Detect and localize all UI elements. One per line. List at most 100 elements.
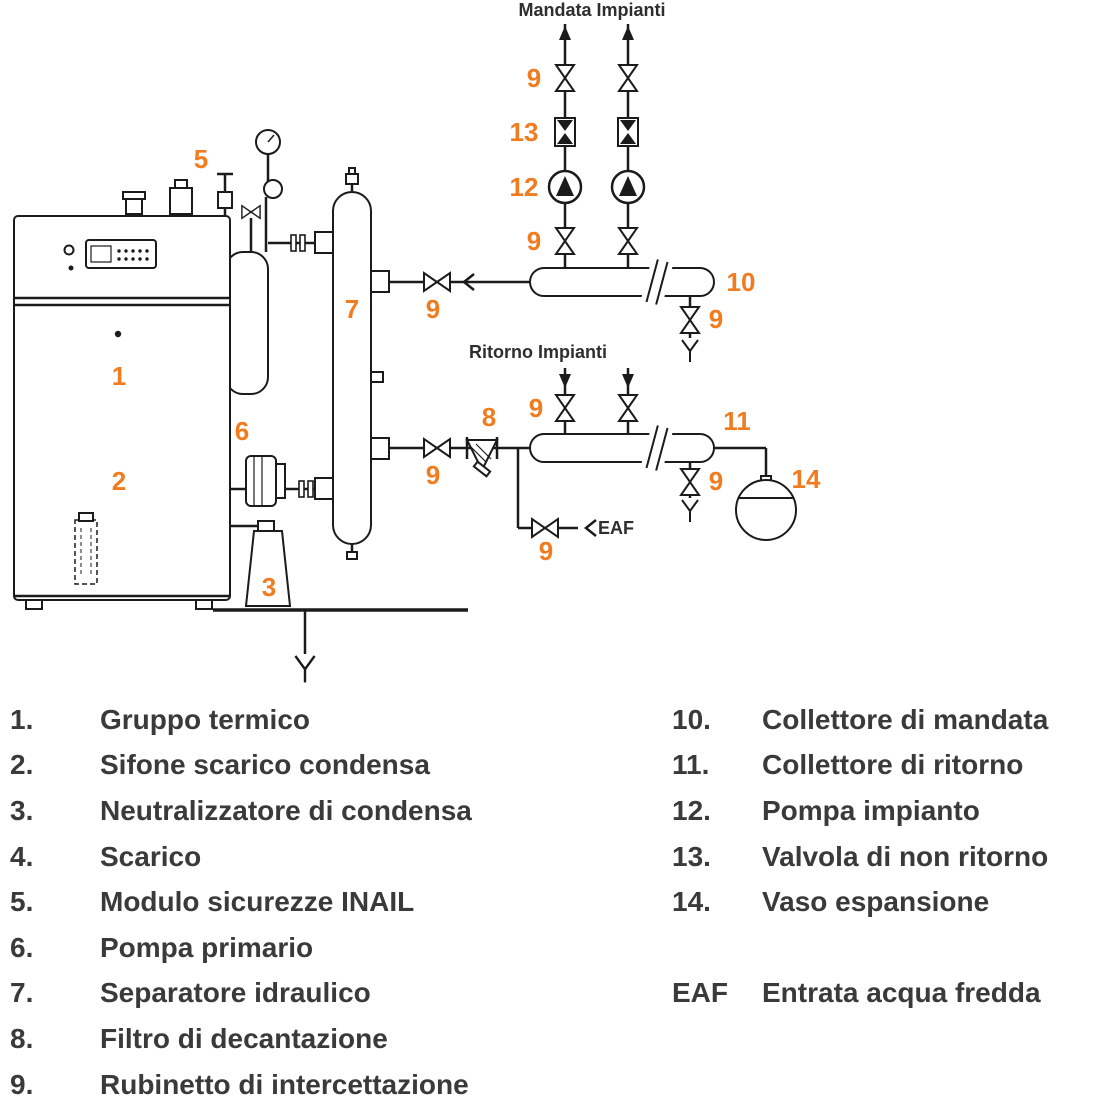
condensate-neutralizer xyxy=(230,520,292,607)
shutoff-valve-icon xyxy=(423,438,451,458)
condensate-siphon xyxy=(74,512,98,585)
legend-item-6: 6. Pompa primario xyxy=(10,925,472,971)
shutoff-valve-icon xyxy=(423,272,451,292)
legend-label: Separatore idraulico xyxy=(100,977,371,1009)
legend-right-column: 10. Collettore di mandata 11. Collettore… xyxy=(672,697,1048,1016)
legend-label: Pompa impianto xyxy=(762,794,980,826)
legend-number: 5. xyxy=(10,886,34,918)
legend-number: 6. xyxy=(10,931,34,963)
legend-number: 13. xyxy=(672,840,711,872)
boiler-foot xyxy=(25,599,43,610)
system-pump-icon xyxy=(610,169,646,205)
legend-label: Entrata acqua fredda xyxy=(762,977,1041,1009)
callout-14: 14 xyxy=(792,464,821,494)
check-valve-icon xyxy=(554,117,576,147)
callout-3: 3 xyxy=(262,572,276,602)
decantation-filter xyxy=(465,437,499,478)
legend-label: Valvola di non ritorno xyxy=(762,840,1049,872)
boiler-foot xyxy=(195,599,213,610)
shutoff-valve-icon xyxy=(555,64,575,92)
legend-item-13: 13. Valvola di non ritorno xyxy=(672,834,1048,880)
legend-item-10: 10. Collettore di mandata xyxy=(672,697,1048,743)
hydraulic-separator xyxy=(314,167,390,560)
return-side xyxy=(389,368,797,541)
legend-item-2: 2. Sifone scarico condensa xyxy=(10,743,472,789)
legend-label: Filtro di decantazione xyxy=(100,1022,388,1054)
legend-number: 10. xyxy=(672,703,711,735)
expansion-vessel xyxy=(714,446,797,541)
inail-safety-module xyxy=(169,172,233,216)
callout-9: 9 xyxy=(426,294,440,324)
callout-9: 9 xyxy=(529,393,543,423)
callout-12: 12 xyxy=(510,172,539,202)
shutoff-valve-icon xyxy=(618,227,638,255)
fill-valve xyxy=(241,204,261,252)
eaf-label: EAF xyxy=(598,518,634,538)
panel-knob xyxy=(63,244,75,256)
callout-13: 13 xyxy=(510,117,539,147)
legend-number: 11. xyxy=(672,749,710,781)
legend-item-eaf: EAF Entrata acqua fredda xyxy=(672,971,1048,1017)
legend-label: Rubinetto di intercettazione xyxy=(100,1068,469,1100)
legend-item-11: 11. Collettore di ritorno xyxy=(672,743,1048,789)
legend-item-3: 3. Neutralizzatore di condensa xyxy=(10,788,472,834)
pressure-gauge xyxy=(255,129,283,252)
return-collector xyxy=(529,422,715,474)
control-panel xyxy=(85,239,157,269)
floor-drain xyxy=(294,610,316,684)
callout-9: 9 xyxy=(527,63,541,93)
legend-left-column: 1. Gruppo termico 2. Sifone scarico cond… xyxy=(10,697,472,1107)
callout-1: 1 xyxy=(112,361,126,391)
legend-number: EAF xyxy=(672,977,728,1009)
primary-pump xyxy=(245,455,286,507)
legend-label: Scarico xyxy=(100,840,202,872)
shutoff-valve-icon xyxy=(531,518,559,538)
eaf-inlet xyxy=(516,448,598,538)
legend-label: Gruppo termico xyxy=(100,703,311,735)
callout-10: 10 xyxy=(727,267,756,297)
callout-9: 9 xyxy=(426,460,440,490)
legend-item-4: 4. Scarico xyxy=(10,834,472,880)
legend-item-12: 12. Pompa impianto xyxy=(672,788,1048,834)
legend-number: 14. xyxy=(672,886,711,918)
shutoff-valve-icon xyxy=(618,394,638,422)
legend-item-7: 7. Separatore idraulico xyxy=(10,971,472,1017)
legend-label: Collettore di ritorno xyxy=(762,749,1024,781)
boiler-top-fittings xyxy=(122,129,283,252)
supply-side xyxy=(389,24,715,363)
callout-7: 7 xyxy=(345,294,359,324)
legend-number: 12. xyxy=(672,794,711,826)
callout-2: 2 xyxy=(112,466,126,496)
legend-item-8: 8. Filtro di decantazione xyxy=(10,1016,472,1062)
primary-tank xyxy=(225,251,269,395)
legend-label: Pompa primario xyxy=(100,931,314,963)
legend-item-5: 5. Modulo sicurezze INAIL xyxy=(10,879,472,925)
callout-9: 9 xyxy=(527,226,541,256)
legend-item-1: 1. Gruppo termico xyxy=(10,697,472,743)
legend-label: Vaso espansione xyxy=(762,886,990,918)
shutoff-valve-icon xyxy=(555,394,575,422)
legend-number: 8. xyxy=(10,1022,34,1054)
shutoff-valve-icon xyxy=(555,227,575,255)
callout-9: 9 xyxy=(539,536,553,566)
supply-collector xyxy=(529,256,715,308)
return-collector-drain xyxy=(680,462,700,523)
callout-5: 5 xyxy=(194,144,208,174)
legend-number: 4. xyxy=(10,840,34,872)
legend-label: Sifone scarico condensa xyxy=(100,749,430,781)
boiler-unit xyxy=(13,215,231,610)
supply-collector-drain xyxy=(680,296,700,363)
legend-number: 2. xyxy=(10,749,34,781)
legend-number: 9. xyxy=(10,1068,34,1100)
callout-9: 9 xyxy=(709,466,723,496)
check-valve-icon xyxy=(617,117,639,147)
mandata-impianti-label: Mandata Impianti xyxy=(518,0,665,20)
callout-6: 6 xyxy=(235,416,249,446)
legend-label: Modulo sicurezze INAIL xyxy=(100,886,415,918)
callout-11: 11 xyxy=(723,406,751,436)
ritorno-impianti-label: Ritorno Impianti xyxy=(469,342,607,362)
legend-number: 3. xyxy=(10,794,34,826)
legend-label: Collettore di mandata xyxy=(762,703,1049,735)
legend-number: 7. xyxy=(10,977,34,1009)
hydraulic-diagram: Mandata Impianti Ritorno Impianti EAF 5 … xyxy=(13,0,821,684)
